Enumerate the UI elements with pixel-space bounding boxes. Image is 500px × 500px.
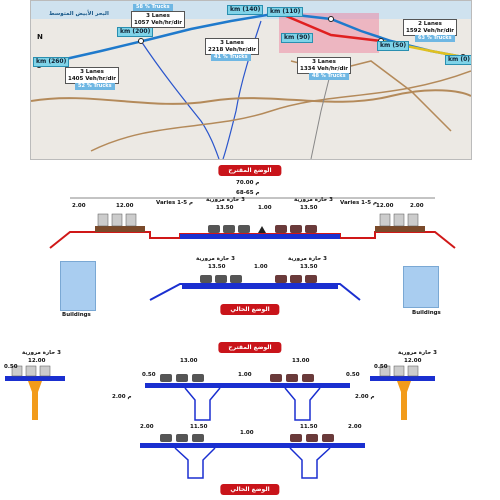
left-service-width: 12.00 [116, 203, 134, 209]
km-marker-110: km (110) [267, 7, 304, 17]
s4-left-edge: 2.00 [140, 424, 154, 430]
lane-volume: 2218 Veh/hr/dir [208, 46, 257, 53]
buildings-right-label: Buildings [412, 310, 441, 316]
lane-volume: 1592 Veh/hr/dir [406, 27, 455, 34]
main-left-width: 13.50 [216, 205, 234, 211]
lane-volume: 1405 Veh/hr/dir [68, 75, 117, 82]
s3-main-left-edge: 0.50 [142, 372, 156, 378]
km-marker-260: km (260) [33, 57, 70, 67]
km-marker-50: km (50) [377, 41, 410, 51]
section2-road [149, 275, 361, 301]
km-marker-140: km (140) [227, 5, 264, 15]
building-left [60, 261, 96, 311]
s3-main-median: 1.00 [238, 372, 252, 378]
network-map: البحر الأبيض المتوسط N km (260) km (200)… [30, 0, 472, 160]
existing-label-2: الوضع الحالي [220, 484, 280, 495]
s3-left-drop: 2.00 م [112, 394, 132, 400]
s3-left-width: 12.00 [28, 358, 46, 364]
truck-share-4: 48 % Trucks [309, 73, 349, 80]
s3-right-drop: 2.00 م [355, 394, 375, 400]
s3-main-right-edge: 0.50 [346, 372, 360, 378]
north-arrow-label: N [37, 33, 43, 41]
main-right-lanes: 3 حارة مرورية [294, 197, 333, 203]
sea-label: البحر الأبيض المتوسط [49, 11, 109, 17]
lane-volume: 1334 Veh/hr/dir [300, 65, 349, 72]
right-shoulder-width: 2.00 [410, 203, 424, 209]
s4-right-edge: 2.00 [348, 424, 362, 430]
km-marker-90: km (90) [281, 33, 314, 43]
truck-share-3: 41 % Trucks [211, 54, 251, 61]
lane-box-3: 3 Lanes 2218 Veh/hr/dir [205, 38, 260, 55]
s3-right-width: 12.00 [404, 358, 422, 364]
s2-left-width: 13.50 [208, 264, 226, 270]
existing-label-1: الوضع الحالي [220, 304, 280, 315]
left-shoulder-width: 2.00 [72, 203, 86, 209]
lane-volume: 1057 Veh/hr/dir [134, 19, 183, 26]
s4-median: 1.00 [240, 430, 254, 436]
buildings-left-label: Buildings [62, 312, 91, 318]
left-varies: Varies 1-5 م [156, 200, 194, 206]
s2-median: 1.00 [254, 264, 268, 270]
s3-main-right-width: 13.00 [292, 358, 310, 364]
truck-share-2: 52 % Trucks [75, 83, 115, 90]
proposed-label-2: الوضع المقترح [218, 342, 282, 353]
lane-count: 3 Lanes [312, 59, 336, 65]
proposed-label-1: الوضع المقترح [218, 165, 282, 176]
map-node [328, 16, 334, 22]
truck-share-1: 58 % Trucks [133, 4, 173, 11]
right-service-width: 12.00 [376, 203, 394, 209]
lane-count: 3 Lanes [146, 13, 170, 19]
s3-right-lanes: 3 حارة مرورية [398, 350, 437, 356]
lane-count: 3 Lanes [220, 40, 244, 46]
section3-viaducts [5, 365, 435, 421]
s3-main-left-width: 13.00 [180, 358, 198, 364]
s2-right-width: 13.50 [300, 264, 318, 270]
lane-box-4: 3 Lanes 1334 Veh/hr/dir [297, 57, 352, 74]
total-width: 70.00 م [236, 180, 260, 186]
s3-right-edge: 0.50 [374, 364, 388, 370]
right-varies: Varies 1-5 م [340, 200, 378, 206]
truck-share-5: 63 % Trucks [415, 35, 455, 42]
map-node [138, 38, 144, 44]
section1-road [49, 197, 456, 249]
s2-left-lanes: 3 حارة مرورية [196, 256, 235, 262]
main-left-lanes: 3 حارة مرورية [206, 197, 245, 203]
section4-viaduct [140, 434, 365, 479]
building-right [403, 266, 439, 308]
s3-left-lanes: 3 حارة مرورية [22, 350, 61, 356]
s2-right-lanes: 3 حارة مرورية [288, 256, 327, 262]
lane-count: 3 Lanes [80, 69, 104, 75]
lane-box-1: 3 Lanes 1057 Veh/hr/dir [131, 11, 186, 28]
s4-right-width: 11.50 [300, 424, 318, 430]
main-right-width: 13.50 [300, 205, 318, 211]
km-marker-0: km (0) [445, 55, 471, 65]
row-width: 68-65 م [236, 190, 260, 196]
s3-left-edge: 0.50 [4, 364, 18, 370]
median-width: 1.00 [258, 205, 272, 211]
s4-left-width: 11.50 [190, 424, 208, 430]
lane-count: 2 Lanes [418, 21, 442, 27]
